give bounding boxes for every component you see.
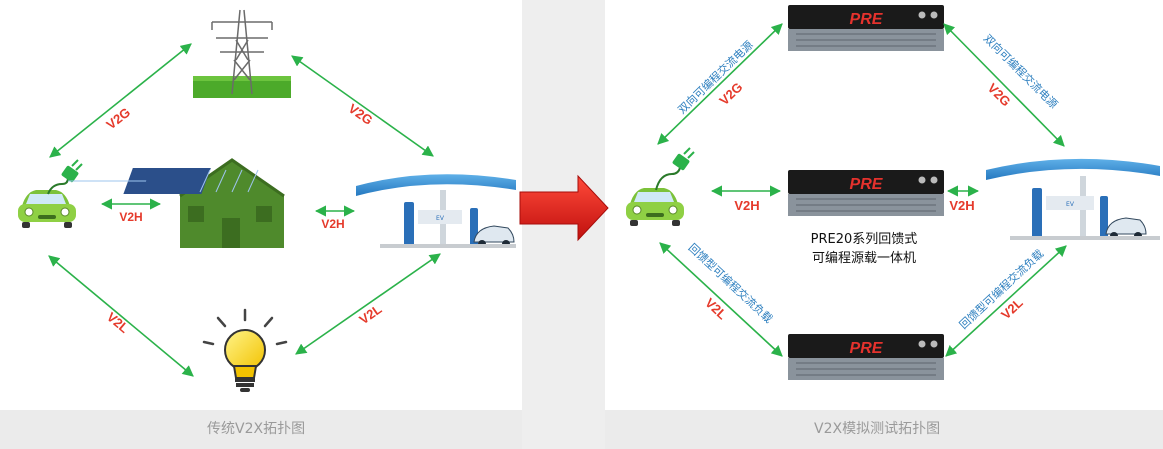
pre-logo-bottom: PRE bbox=[850, 340, 884, 357]
right-v2g-link-car-source bbox=[657, 23, 783, 145]
electric-car-icon-right bbox=[626, 188, 684, 226]
electric-car-icon bbox=[18, 190, 76, 228]
svg-text:EV: EV bbox=[436, 215, 445, 222]
left-v2l-link-station-bulb bbox=[295, 253, 441, 355]
charging-station-icon: EV bbox=[356, 174, 516, 248]
right-caption: V2X模拟测试拓扑图 bbox=[814, 421, 941, 437]
right-v2h-label-b: V2H bbox=[949, 198, 974, 213]
right-link-arrows bbox=[657, 23, 1067, 357]
left-v2g-link-grid-station bbox=[291, 55, 434, 157]
charging-plug-icon bbox=[47, 159, 83, 195]
light-bulb-icon bbox=[202, 308, 288, 392]
left-link-arrows bbox=[48, 43, 441, 377]
left-caption: 传统V2X拓扑图 bbox=[207, 421, 306, 437]
right-caption-bar bbox=[605, 410, 1163, 449]
left-v2g-link-car-grid bbox=[49, 43, 192, 158]
left-v2h-label-a: V2H bbox=[119, 210, 142, 224]
device-label-line1: PRE20系列回馈式 bbox=[811, 232, 918, 247]
left-v2l-link-car-bulb bbox=[48, 255, 194, 377]
green-house-icon bbox=[67, 158, 285, 248]
device-label-line2: 可编程源载一体机 bbox=[812, 251, 916, 266]
right-v2l-link-car-load bbox=[659, 242, 783, 357]
power-tower-icon bbox=[193, 9, 291, 98]
pre-device-bottom: PRE bbox=[788, 334, 944, 380]
pre-device-middle: PRE bbox=[788, 170, 944, 216]
pre-logo-top: PRE bbox=[850, 11, 884, 28]
pre-logo-middle: PRE bbox=[850, 176, 884, 193]
charging-station-icon-right: EV bbox=[986, 158, 1160, 240]
right-v2g-link-source-station bbox=[943, 23, 1065, 147]
svg-text:EV: EV bbox=[1066, 201, 1075, 208]
left-v2h-label-b: V2H bbox=[321, 217, 344, 231]
left-caption-bar bbox=[0, 410, 522, 449]
transition-arrow bbox=[519, 174, 609, 242]
right-v2l-link-load-station bbox=[945, 245, 1067, 357]
charging-plug-icon-right bbox=[655, 147, 695, 191]
pre-device-top: PRE bbox=[788, 5, 944, 51]
right-v2h-label-a: V2H bbox=[734, 198, 759, 213]
